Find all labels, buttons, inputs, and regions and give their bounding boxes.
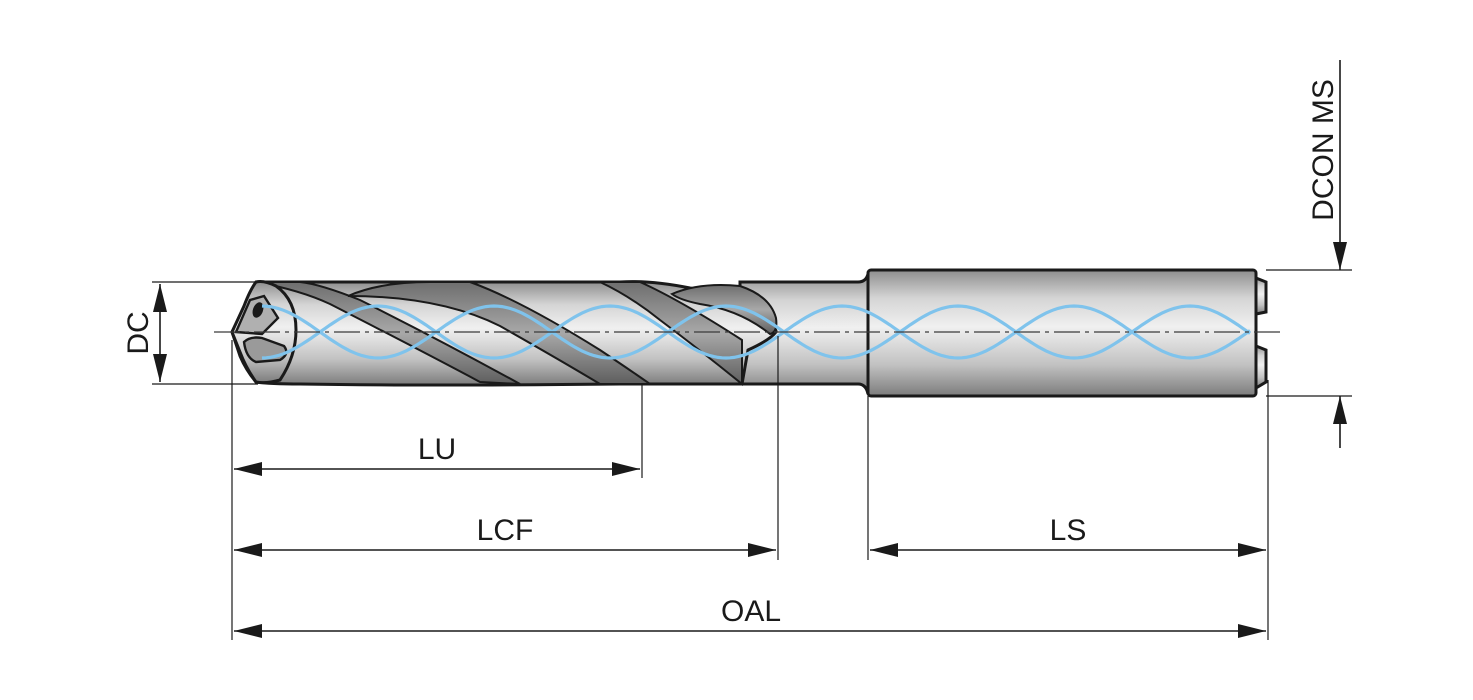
dimension-ls: LS	[870, 514, 1266, 557]
drill-shank	[866, 268, 1258, 398]
dim-label-ls: LS	[1050, 514, 1087, 547]
dimension-dc: DC	[122, 284, 167, 382]
dimension-lu: LU	[234, 433, 640, 476]
dim-label-oal: OAL	[721, 595, 781, 628]
flute-groove-3	[599, 281, 743, 387]
flute-groove-2	[347, 281, 654, 385]
shank-end-top-lug	[1254, 275, 1268, 316]
dim-label-lu: LU	[418, 433, 456, 466]
extension-lines	[152, 269, 1352, 640]
dimension-lcf: LCF	[234, 514, 776, 557]
shank-end-bottom-lug	[1254, 343, 1268, 391]
drill-body	[230, 268, 1268, 398]
dim-label-dcon: DCON MS	[1307, 79, 1340, 221]
coolant-outlet-hole	[252, 302, 264, 318]
coolant-channel-1	[261, 304, 1251, 360]
dimension-dcon: DCON MS	[1307, 60, 1347, 448]
dimension-oal: OAL	[234, 595, 1266, 638]
dim-label-lcf: LCF	[477, 514, 534, 547]
coolant-channel-2	[261, 304, 1251, 360]
coolant-channels	[261, 304, 1251, 360]
dim-label-dc: DC	[122, 311, 155, 354]
flute-groove-4	[670, 284, 778, 336]
